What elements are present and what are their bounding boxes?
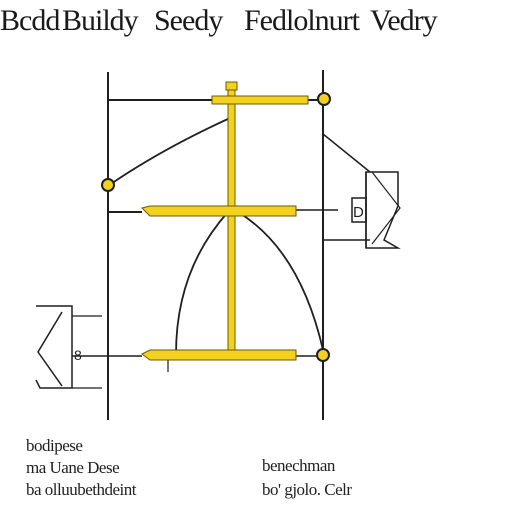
bell-curve-left <box>175 211 229 355</box>
right-marker-label: D <box>353 204 364 221</box>
title-word-1: Bcdd <box>0 4 60 37</box>
post-cap <box>225 81 238 91</box>
right-bracket-chevron <box>371 171 401 245</box>
upper-left-curve <box>107 117 231 187</box>
bottom-crossbar <box>141 349 297 361</box>
title-word-3: Seedy <box>154 4 223 37</box>
top-crossbar <box>211 95 309 105</box>
title-word-5: Vedry <box>370 4 438 37</box>
right-strut-upper <box>322 133 371 173</box>
caption-left-line-1: bodipese <box>26 436 83 455</box>
right-marker-box <box>351 197 367 223</box>
central-post <box>227 87 236 355</box>
title-word-4: Fedlolnurt <box>244 4 360 37</box>
left-marker-label: 8 <box>74 347 82 363</box>
caption-right-line-1: benechman <box>262 456 335 475</box>
bell-curve-right <box>237 211 324 351</box>
left-bracket-chevron <box>37 311 63 387</box>
title-word-2: Buildy <box>62 4 139 37</box>
top-right-joint <box>317 92 331 106</box>
right-bracket <box>365 171 401 249</box>
caption-left-line-2: ma Uane Dese <box>26 458 120 477</box>
bottom-right-joint <box>316 348 330 362</box>
middle-crossbar <box>141 205 297 217</box>
caption-right-line-2: bo' gjolo. Celr <box>262 480 352 499</box>
diagram-title: Bcdd Buildy Seedy Fedlolnurt Vedry <box>0 2 512 42</box>
left-joint <box>101 178 115 192</box>
caption-left-line-3: ba olluubethdeint <box>26 480 137 499</box>
